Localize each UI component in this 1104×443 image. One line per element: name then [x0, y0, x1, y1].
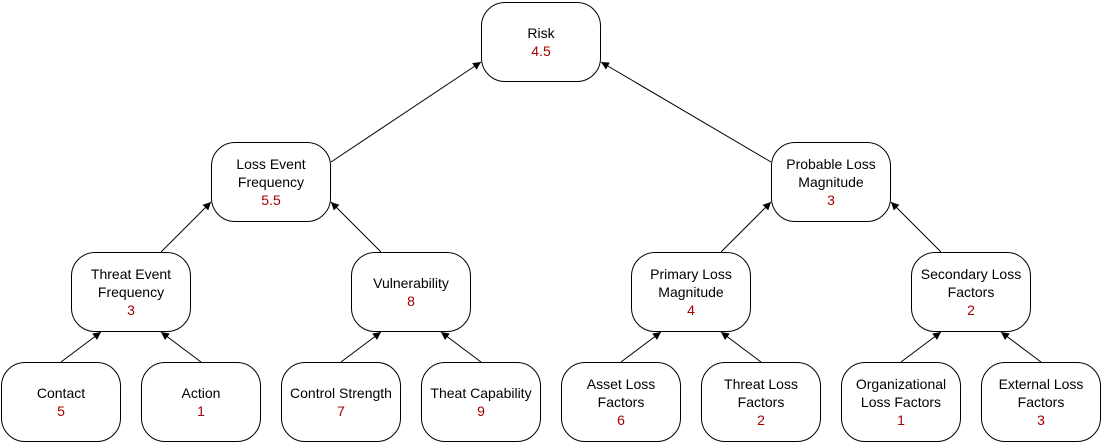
node-label: Asset Loss Factors — [586, 376, 656, 410]
node-value: 1 — [897, 412, 905, 428]
node-action: Action 1 — [141, 362, 261, 442]
node-label: Contact — [36, 385, 86, 401]
node-label: Theat Capability — [430, 385, 532, 401]
node-value: 3 — [827, 192, 835, 208]
node-value: 3 — [1037, 412, 1045, 428]
node-value: 2 — [967, 302, 975, 318]
edge-tc-to-vuln — [440, 331, 482, 363]
node-label: External Loss Factors — [998, 376, 1084, 410]
node-label: Control Strength — [290, 385, 392, 401]
node-threat-event-frequency: Threat Event Frequency 3 — [71, 252, 191, 332]
edge-cs-to-vuln — [340, 331, 382, 363]
node-value: 7 — [337, 403, 345, 419]
edge-tlf-to-prlm — [720, 331, 762, 363]
node-label: Risk — [527, 25, 555, 41]
node-value: 4 — [687, 302, 695, 318]
node-threat-capability: Theat Capability 9 — [421, 362, 541, 442]
node-label: Vulnerability — [373, 275, 449, 291]
edge-elf-to-slf — [1000, 331, 1042, 363]
edge-alf-to-prlm — [620, 331, 662, 363]
node-asset-loss-factors: Asset Loss Factors 6 — [561, 362, 681, 442]
edge-prlm-to-plm — [720, 201, 772, 253]
edge-slf-to-plm — [890, 201, 942, 253]
node-value: 5.5 — [261, 192, 281, 208]
node-risk: Risk 4.5 — [481, 2, 601, 82]
node-loss-event-frequency: Loss Event Frequency 5.5 — [211, 142, 331, 222]
node-label: Primary Loss Magnitude — [650, 266, 732, 300]
node-label: Threat Event Frequency — [90, 266, 172, 300]
node-value: 1 — [197, 403, 205, 419]
node-label: Secondary Loss Factors — [920, 266, 1022, 300]
node-label: Probable Loss Magnitude — [786, 156, 876, 190]
edge-lef-to-risk — [330, 61, 482, 163]
node-value: 5 — [57, 403, 65, 419]
node-control-strength: Control Strength 7 — [281, 362, 401, 442]
edge-olf-to-slf — [900, 331, 942, 363]
node-value: 8 — [407, 293, 415, 309]
node-threat-loss-factors: Threat Loss Factors 2 — [701, 362, 821, 442]
node-external-loss-factors: External Loss Factors 3 — [981, 362, 1101, 442]
edge-plm-to-risk — [600, 61, 772, 163]
node-value: 4.5 — [531, 43, 551, 59]
node-contact: Contact 5 — [1, 362, 121, 442]
node-vulnerability: Vulnerability 8 — [351, 252, 471, 332]
edge-action-to-tef — [160, 331, 202, 363]
node-organizational-loss-factors: Organizational Loss Factors 1 — [841, 362, 961, 442]
node-secondary-loss-factors: Secondary Loss Factors 2 — [911, 252, 1031, 332]
node-value: 3 — [127, 302, 135, 318]
node-primary-loss-magnitude: Primary Loss Magnitude 4 — [631, 252, 751, 332]
edge-contact-to-tef — [60, 331, 102, 363]
node-label: Action — [181, 385, 221, 401]
node-value: 9 — [477, 403, 485, 419]
node-value: 6 — [617, 412, 625, 428]
edge-vuln-to-lef — [330, 201, 382, 253]
node-label: Loss Event Frequency — [236, 156, 306, 190]
node-label: Threat Loss Factors — [724, 376, 798, 410]
node-probable-loss-magnitude: Probable Loss Magnitude 3 — [771, 142, 891, 222]
node-value: 2 — [757, 412, 765, 428]
edge-tef-to-lef — [160, 201, 212, 253]
node-label: Organizational Loss Factors — [855, 376, 947, 410]
